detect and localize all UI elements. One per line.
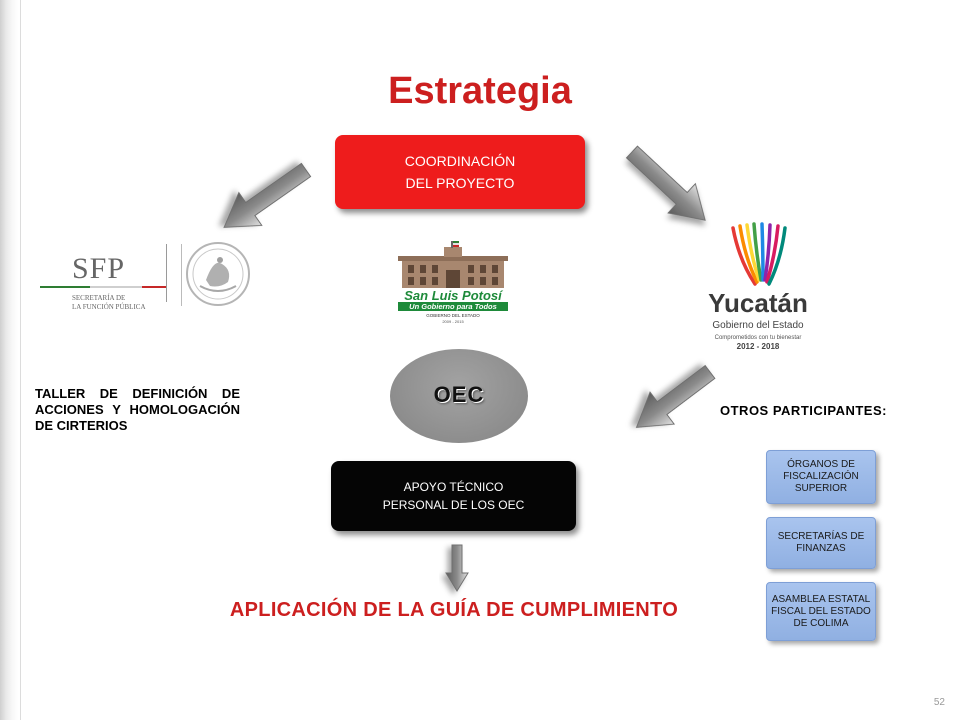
arrow-to-aplicacion — [445, 544, 469, 592]
slide-left-edge — [0, 0, 21, 720]
yucatan-name: Yucatán — [708, 288, 808, 318]
yucatan-sub: Gobierno del Estado — [712, 320, 804, 331]
apoyo-line1: APOYO TÉCNICO — [403, 480, 504, 494]
aplicacion-text: APLICACIÓN DE LA GUÍA DE CUMPLIMIENTO — [229, 599, 679, 621]
slide-title: Estrategia — [388, 70, 572, 112]
yucatan-logo: Yucatán Gobierno del Estado Comprometido… — [708, 222, 808, 351]
participant-box: SECRETARÍAS DE FINANZAS — [766, 517, 876, 569]
oec-label: OEC — [433, 382, 485, 407]
apoyo-line2: PERSONAL DE LOS OEC — [382, 498, 525, 512]
yucatan-tagline: Comprometidos con tu bienestar — [715, 335, 802, 341]
arrow-to-yucatan — [625, 145, 706, 221]
otros-participantes-title: OTROS PARTICIPANTES: — [720, 403, 887, 418]
coordinacion-line1: COORDINACIÓN — [404, 153, 516, 169]
mexico-seal-icon — [186, 242, 250, 306]
sfp-line2: LA FUNCIÓN PÚBLICA — [72, 303, 146, 311]
palace-building-icon — [398, 241, 508, 288]
slp-years: 2009 - 2015 — [442, 319, 464, 324]
san-luis-potosi-logo: San Luis Potosí Un Gobierno para Todos G… — [398, 241, 508, 324]
sfp-logo: SFP SECRETARÍA DE LA FUNCIÓN PÚBLICA — [40, 242, 250, 311]
participant-box: ASAMBLEA ESTATAL FISCAL DEL ESTADO DE CO… — [766, 582, 876, 641]
participant-box: ÓRGANOS DE FISCALIZACIÓN SUPERIOR — [766, 450, 876, 504]
page-number: 52 — [933, 697, 945, 708]
yucatan-stripes-icon — [731, 222, 787, 286]
sfp-line1: SECRETARÍA DE — [72, 294, 125, 302]
taller-text: TALLER DE DEFINICIÓN DE ACCIONES Y HOMOL… — [35, 386, 240, 433]
slp-name: San Luis Potosí — [404, 288, 503, 303]
apoyo-box: APOYO TÉCNICO PERSONAL DE LOS OEC — [331, 461, 576, 531]
sfp-acronym: SFP — [72, 252, 125, 285]
oec-oval: OEC — [390, 349, 528, 443]
slp-tagline: Un Gobierno para Todos — [409, 302, 497, 311]
coordinacion-line2: DEL PROYECTO — [405, 175, 515, 191]
arrow-to-sfp — [223, 162, 312, 228]
slp-sub: GOBIERNO DEL ESTADO — [426, 313, 480, 318]
coordinacion-box: COORDINACIÓN DEL PROYECTO — [335, 135, 585, 209]
arrow-to-oec — [635, 364, 716, 428]
yucatan-years: 2012 - 2018 — [737, 342, 780, 351]
